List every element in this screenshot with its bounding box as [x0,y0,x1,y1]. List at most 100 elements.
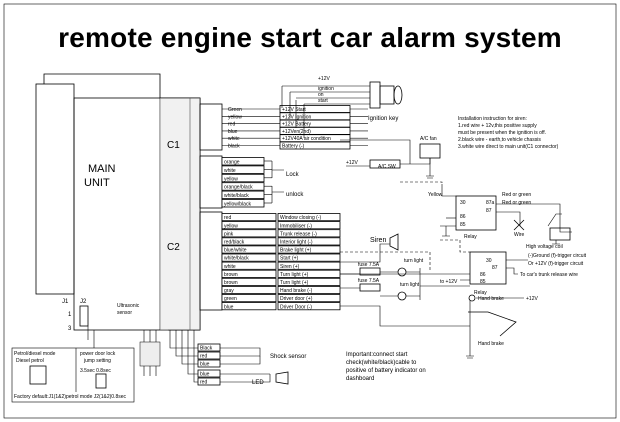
j1-label: J1 [62,299,69,305]
c2-wire-color: green [224,296,237,302]
ultrasonic-label-2: sensor [117,310,132,316]
c2-wire-function: Interior light (-) [280,240,313,246]
siren-instructions: Installation instruction for siren: 1.re… [458,116,559,150]
c1-connector [199,103,223,151]
c2-wire-color: white [224,264,236,270]
pin3-label: 3 [68,326,72,332]
c1-wire-row: white+12V40A air condition [222,134,368,142]
main-unit-label-2: UNIT [84,177,110,189]
c1-wire-color: white [228,136,240,142]
relay2-trigger1: (-)Ground (f)-trigger circuit [528,253,587,259]
relay1-p85: 85 [460,222,466,228]
c2-wire-color: blue/white [224,248,247,254]
c2-wire-color: pink [224,231,234,237]
relay2-trunk: To car's trunk release wire [520,272,578,278]
bottom-harness [139,330,198,383]
ac-fan-label: A/C fan [420,136,437,142]
lock-wire-color: yellow/black [224,202,251,208]
note-line-3: dashboard [346,376,374,382]
lock-wire-row: orange/black [221,182,272,191]
siren-icon [389,233,399,251]
c1-wire-function: +12Ven(2nd) [282,129,311,135]
handbrake-12v-label: +12V [526,296,538,302]
lock-wire-color: orange [224,160,240,166]
outer-border [3,3,617,419]
relay2-p87: 87 [492,265,498,271]
pin1-label: 1 [68,312,72,318]
shock-sensor-label: Shock sensor [270,354,306,360]
lock-wire-color: white/black [224,193,249,199]
c2-wire-row: green Driver door (+) [221,294,341,302]
ultrasonic-label-1: Ultrasonic [117,303,140,309]
jumper-settings: Petrol/diesel mode Diesel petrol power d… [11,347,135,403]
c2-wire-function: Driver door (+) [280,296,313,302]
bottom-wire-color: blue [200,372,210,378]
lock-wire-color: yellow [224,176,238,182]
relay2-p30: 30 [486,258,492,264]
c1-wire-row: red +12V Battery [222,119,368,128]
lock-label: Lock [286,172,300,178]
relay1-p87: 87 [486,208,492,214]
relay1-p87a: 87a [486,200,495,206]
c2-wire-function: Trunk release (-) [280,231,317,237]
ignition-start-label: start [318,98,328,104]
bottom-wire-color: red [200,354,207,360]
siren-instr-2: must be present when the ignition is off… [458,130,546,136]
handbrake-lamp-icon [468,294,476,302]
main-unit-label-1: MAIN [88,163,116,175]
ac-switch-label: A/C SW [378,164,396,170]
c2-wire-row: red/black Interior light (-) [221,237,341,246]
c2-wire-function: Turn light (+) [280,272,309,278]
c2-wire-function: Brake light (+) [280,248,312,254]
c2-wire-function: Window closing (-) [280,215,321,221]
c2-wire-row: red Window closing (-) [221,213,341,221]
c2-wire-color: red [224,215,231,221]
siren-instr-0: Installation instruction for siren: [458,116,527,122]
relay1-hvcoil-label: High voltage coil [526,244,563,250]
c2-wire-function: Driver Door (-) [280,304,312,310]
lock-wire-color: orange/black [224,185,253,191]
lock-wire-row: white [221,165,272,174]
siren-instr-3: 2.black wire - earth,to vehicle chassis [458,137,541,143]
c2-wire-function: Turn light (+) [280,280,309,286]
relay2-p86: 86 [480,272,486,278]
ac-circuit: A/C fan +12V A/C SW [340,136,441,179]
note-line-2: positive of battery indicator on [346,368,426,374]
turn-light-2: turn light [400,282,420,288]
lock-wire-row: orange [221,157,272,166]
bottom-wire-row: Black [197,343,221,352]
ignition-label: ignition [318,86,334,92]
relay1-p86: 86 [460,214,466,220]
relay2-trigger2: Or +12V (f)-trigger circuit [528,261,584,267]
jumper-diesel-petrol: Diesel petrol [16,358,44,364]
c1-wire-row: yellow+12V Ignition [222,112,368,120]
bottom-wire-row: red [197,351,221,360]
important-note: Important:connect start check(white/blac… [346,352,426,382]
relay1-label: Relay [464,234,477,240]
c1-wire-color: blue [228,129,238,135]
c2-wire-function: Hand brake (-) [280,288,313,294]
led-label: LED [252,380,264,386]
relay-2: 30 87 86 85 to +12V Relay (-)Ground (f)-… [340,239,587,296]
handbrake-lever-icon [468,311,517,337]
bottom-wire-row: red [197,377,221,386]
c1-wire-function: +12V Battery [282,122,312,128]
c1-wire-color: red [228,122,235,128]
lock-wire-row: yellow/black [221,199,272,208]
fuse1-label: fuse 7.5A [358,262,380,268]
ignition-switch: +12V ignition on start Ignition key [281,76,403,138]
siren-instr-4: 3.white wire direct to main unit(C1 conn… [458,144,559,150]
lock-wire-row: yellow [221,173,272,182]
unlock-label: unlock [286,192,304,198]
ac-fan-icon [419,143,441,159]
diagram-title: remote engine start car alarm system [58,22,562,53]
c2-wire-color: red/black [224,240,245,246]
c2-wire-row: pink Trunk release (-) [221,229,341,237]
